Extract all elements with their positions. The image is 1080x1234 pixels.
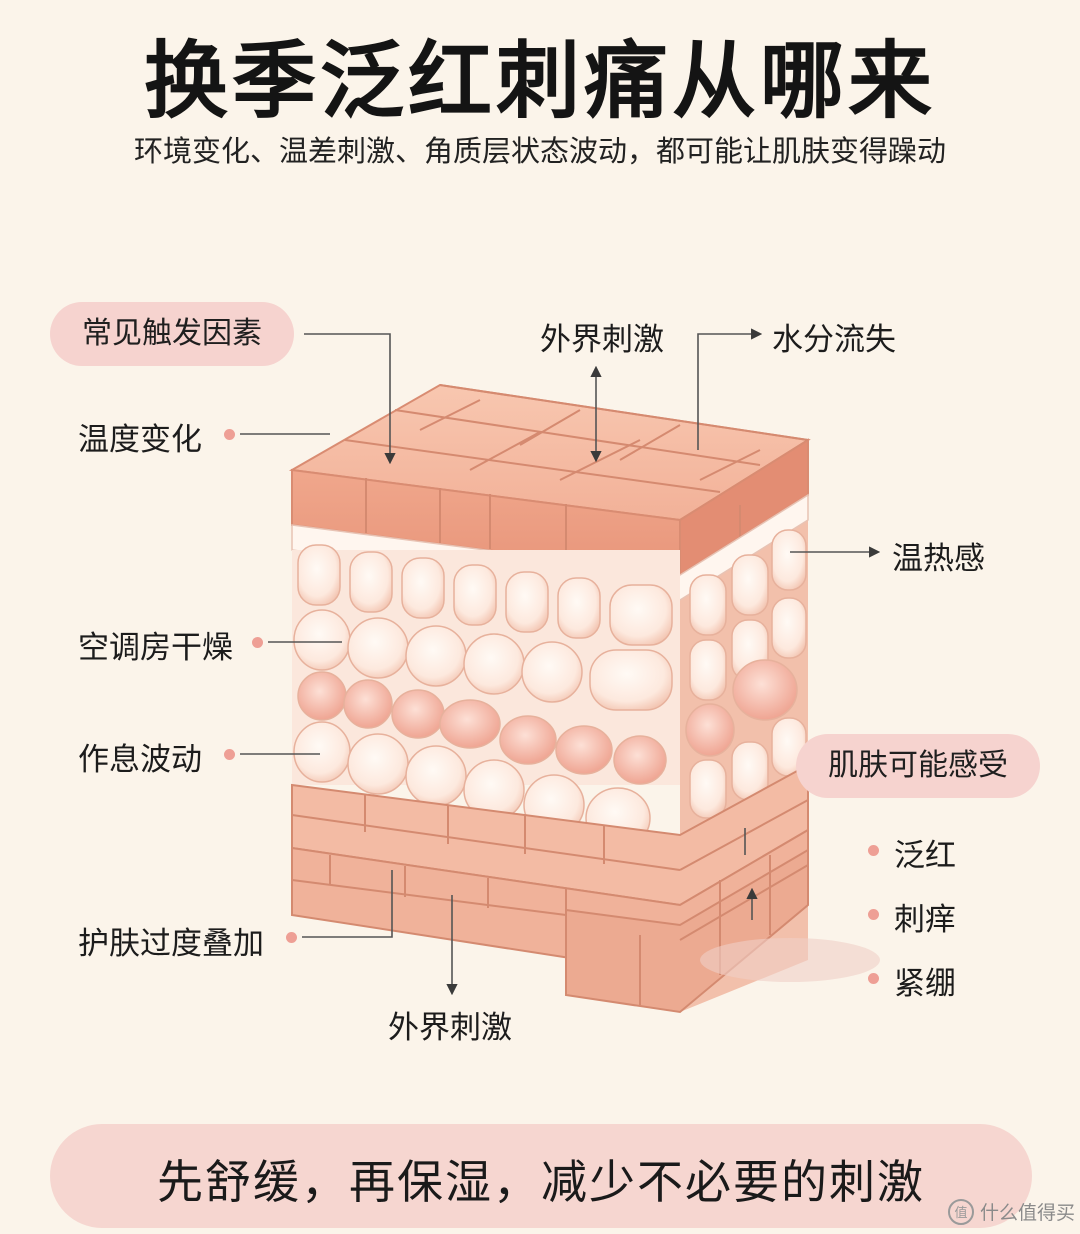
trigger-dot (224, 749, 235, 760)
feeling-dot (868, 845, 879, 856)
feeling-tight-label: 紧绷 (894, 966, 956, 1002)
page-subtitle: 环境变化、温差刺激、角质层状态波动，都可能让肌肤变得躁动 (133, 134, 946, 168)
watermark: 值 什么值得买 (948, 1198, 1075, 1225)
trigger-dot (224, 429, 235, 440)
feeling-itch-label: 刺痒 (894, 902, 956, 938)
external-stimulus-top-label: 外界刺激 (540, 322, 664, 358)
bottom-banner: 先舒缓，再保湿，减少不必要的刺激 (50, 1124, 1032, 1228)
feelings-heading: 肌肤可能感受 (828, 748, 1008, 783)
external-stimulus-bottom-label: 外界刺激 (388, 1010, 512, 1046)
feeling-dot (868, 909, 879, 920)
water-loss-label: 水分流失 (772, 322, 896, 358)
banner-text: 先舒缓，再保湿，减少不必要的刺激 (157, 1155, 925, 1209)
watermark-logo-icon: 值 (948, 1198, 974, 1225)
trigger-dot (252, 637, 263, 648)
feelings-heading-pill: 肌肤可能感受 (796, 734, 1040, 798)
heat-sensation-label: 温热感 (892, 541, 985, 577)
bottom-bricks (291, 795, 809, 1005)
connector-lines (240, 328, 881, 996)
trigger-skincare-label: 护肤过度叠加 (78, 926, 264, 962)
trigger-aircon-label: 空调房干燥 (78, 630, 233, 666)
diagram-shadow (700, 938, 880, 982)
feeling-dot (868, 973, 879, 984)
trigger-temperature-label: 温度变化 (78, 422, 202, 458)
triggers-heading: 常见触发因素 (82, 316, 262, 351)
trigger-dot (286, 932, 297, 943)
triggers-heading-pill: 常见触发因素 (50, 302, 294, 366)
cell-layer (292, 529, 807, 849)
watermark-text: 什么值得买 (980, 1202, 1076, 1224)
page-title: 换季泛红刺痛从哪来 (143, 32, 936, 130)
feeling-redness-label: 泛红 (894, 838, 956, 874)
trigger-schedule-label: 作息波动 (78, 742, 202, 778)
